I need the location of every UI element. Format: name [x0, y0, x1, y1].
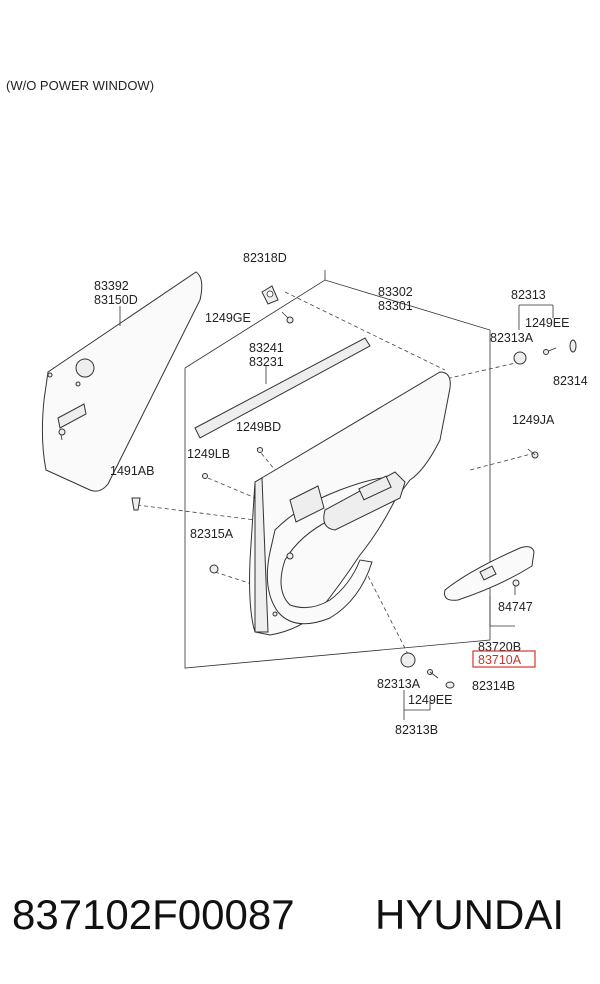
label-83302: 83302: [378, 285, 413, 299]
label-1249GE: 1249GE: [205, 311, 251, 325]
label-84747: 84747: [498, 600, 533, 614]
label-82313: 82313: [511, 288, 546, 302]
highlight-box: [472, 650, 536, 668]
pad-panel: [41, 271, 203, 492]
label-83710A: 83710A: [478, 653, 522, 667]
assembly-box: [184, 279, 491, 669]
label-83241: 83241: [249, 341, 284, 355]
label-1249BD: 1249BD: [236, 420, 281, 434]
label-83301: 83301: [378, 299, 413, 313]
footer-part-number: 837102F00087: [12, 891, 295, 938]
weatherstrip: [194, 337, 371, 439]
label-83231: 83231: [249, 355, 284, 369]
label-1249LB: 1249LB: [187, 447, 230, 461]
label-1249EE-top: 1249EE: [525, 316, 569, 330]
label-82318D: 82318D: [243, 251, 287, 265]
label-82313A-bottom: 82313A: [377, 677, 421, 691]
label-83392: 83392: [94, 279, 129, 293]
header-note: (W/O POWER WINDOW): [6, 78, 154, 93]
label-1249JA: 1249JA: [512, 413, 555, 427]
label-83720B: 83720B: [478, 640, 521, 654]
footer-brand: HYUNDAI: [375, 891, 565, 938]
label-82315A: 82315A: [190, 527, 234, 541]
door-trim-panel: [249, 371, 451, 636]
label-1491AB: 1491AB: [110, 464, 154, 478]
label-82314: 82314: [553, 374, 588, 388]
label-1249EE-bottom: 1249EE: [408, 693, 452, 707]
label-82313B: 82313B: [395, 723, 438, 737]
label-82314B: 82314B: [472, 679, 515, 693]
label-83150D: 83150D: [94, 293, 138, 307]
label-82313A-top: 82313A: [490, 331, 534, 345]
fasteners: [131, 285, 577, 689]
